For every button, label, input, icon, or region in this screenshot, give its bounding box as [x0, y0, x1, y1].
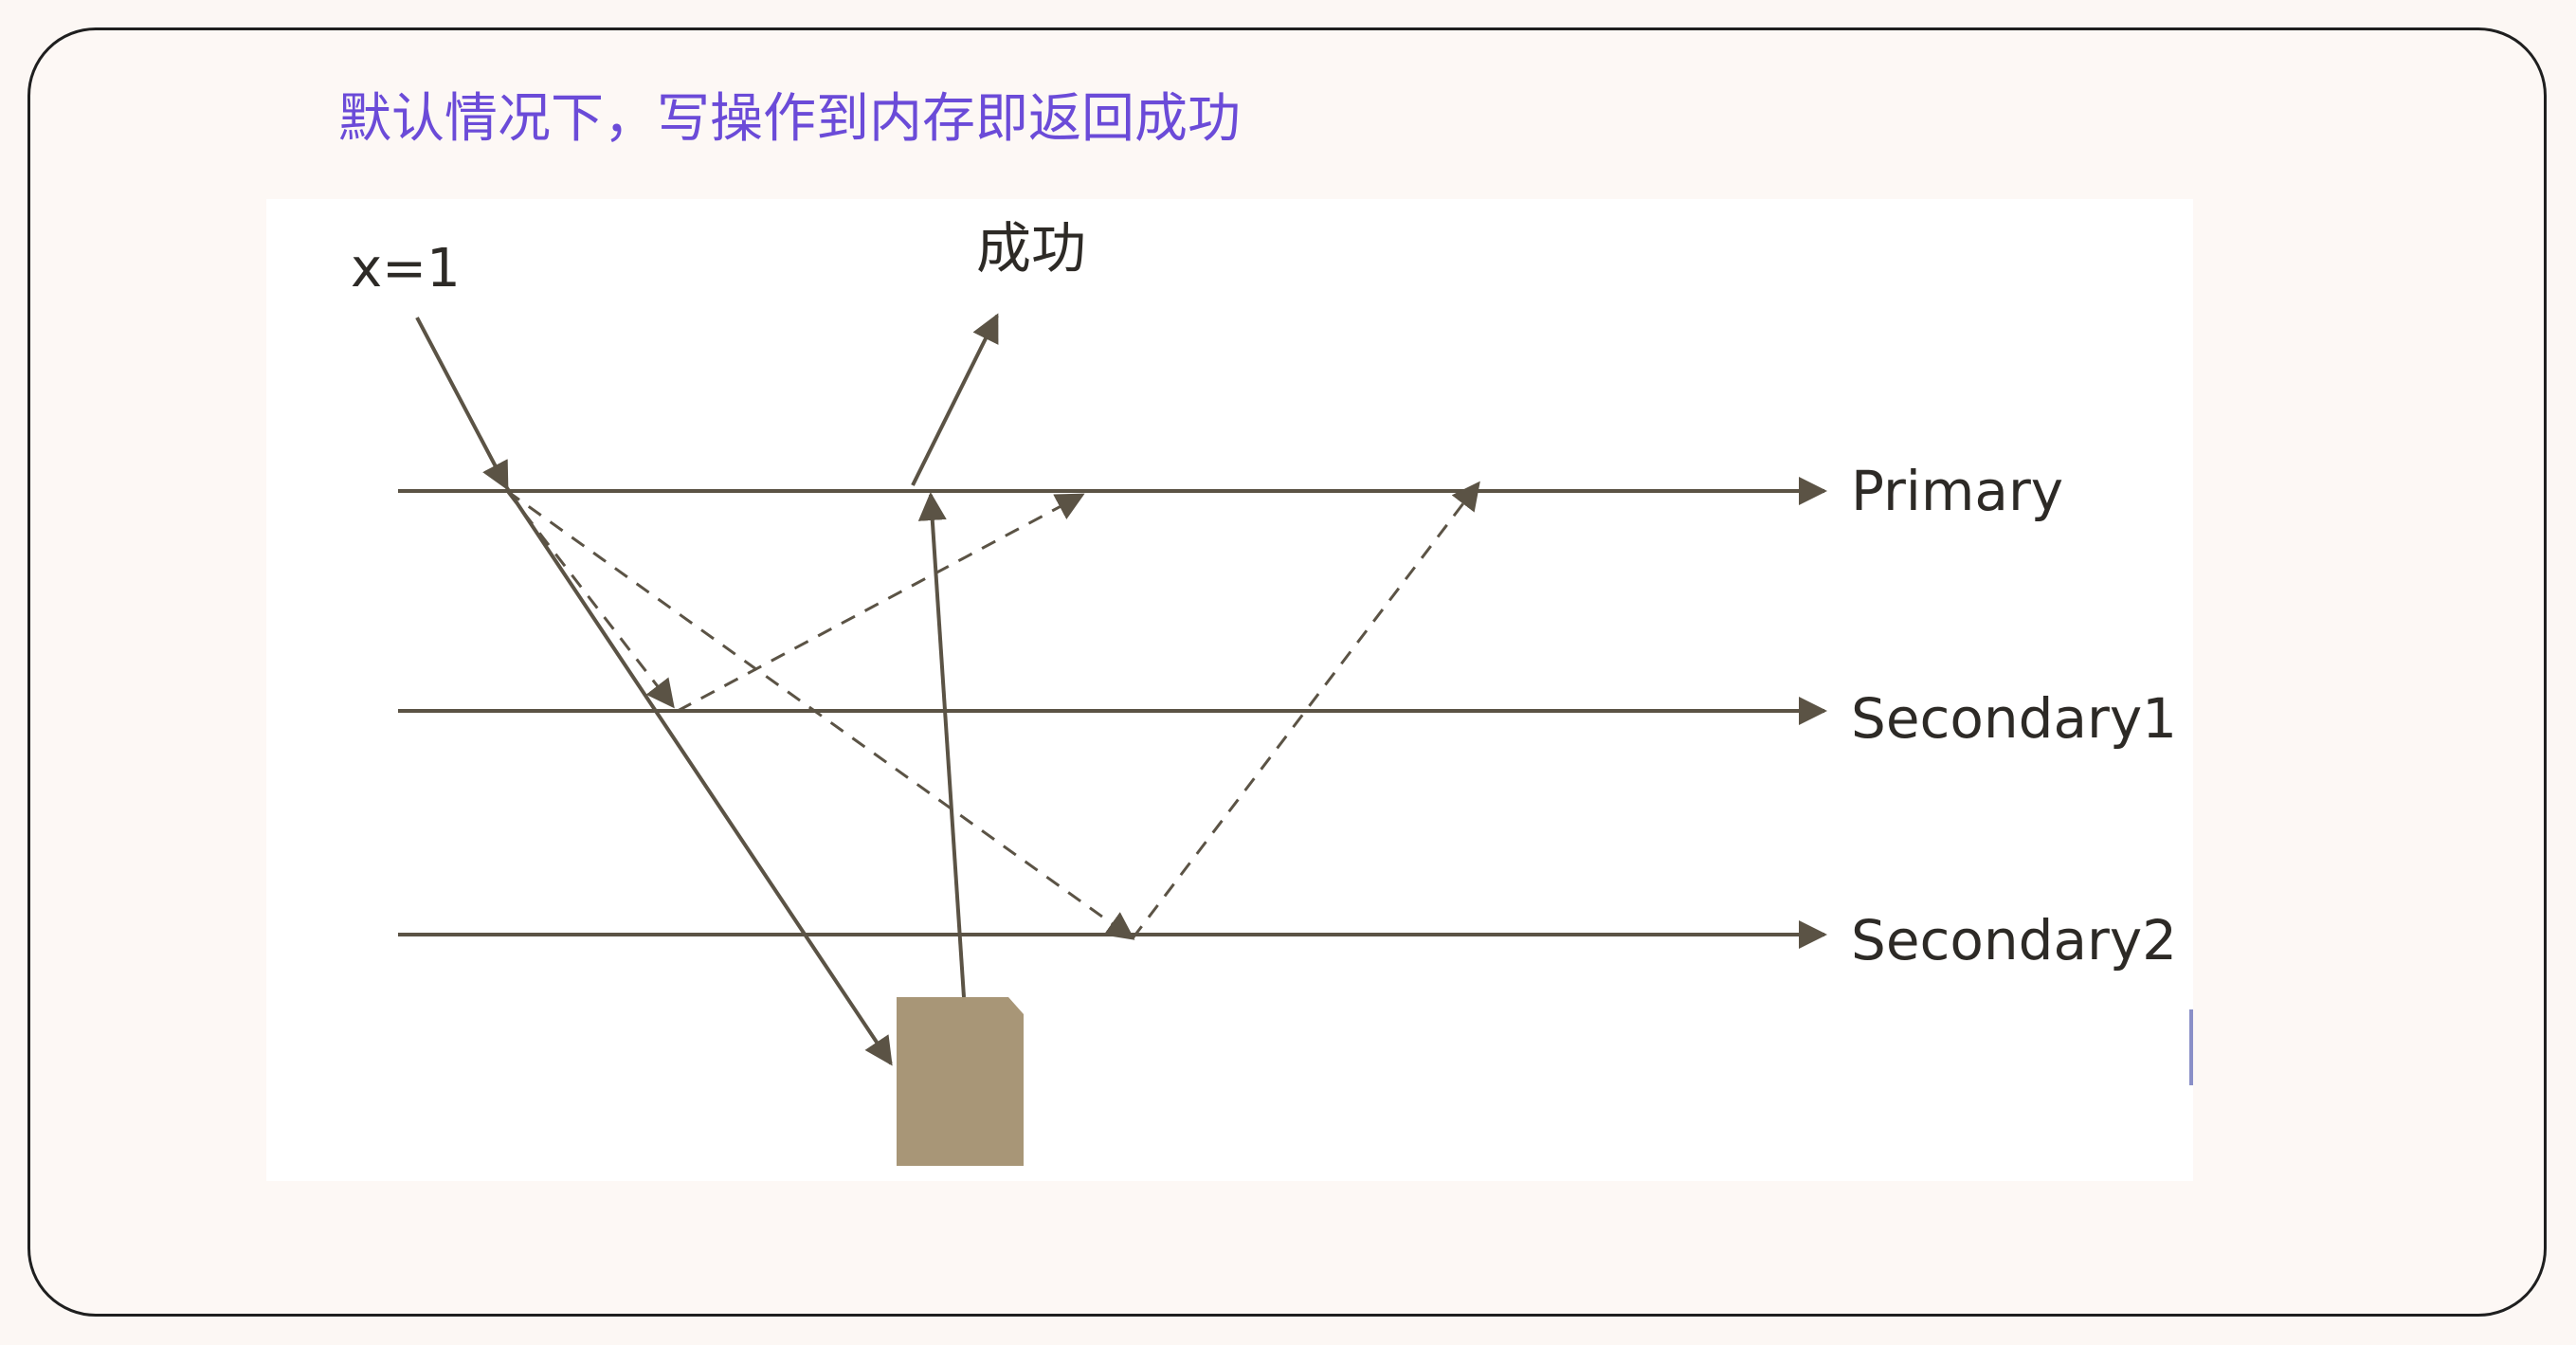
write-request-label: x=1 — [351, 238, 461, 300]
disk-document-icon — [897, 997, 1024, 1166]
replicate-to-secondary1 — [505, 490, 675, 709]
success-label: 成功 — [976, 216, 1086, 281]
replicate-to-secondary2 — [506, 489, 1135, 940]
secondary2-label: Secondary2 — [1851, 908, 2177, 972]
write-arrow — [415, 317, 509, 491]
primary-label: Primary — [1851, 459, 2063, 523]
page-title: 默认情况下，写操作到内存即返回成功 — [338, 88, 1241, 150]
persist-arrow — [505, 486, 893, 1066]
disk-ack-arrow — [917, 492, 966, 998]
edge-marker — [2189, 1009, 2193, 1085]
diagram-canvas — [266, 199, 2193, 1181]
success-arrow — [911, 313, 999, 486]
secondary1-ack — [677, 493, 1085, 713]
secondary1-label: Secondary1 — [1851, 686, 2177, 751]
